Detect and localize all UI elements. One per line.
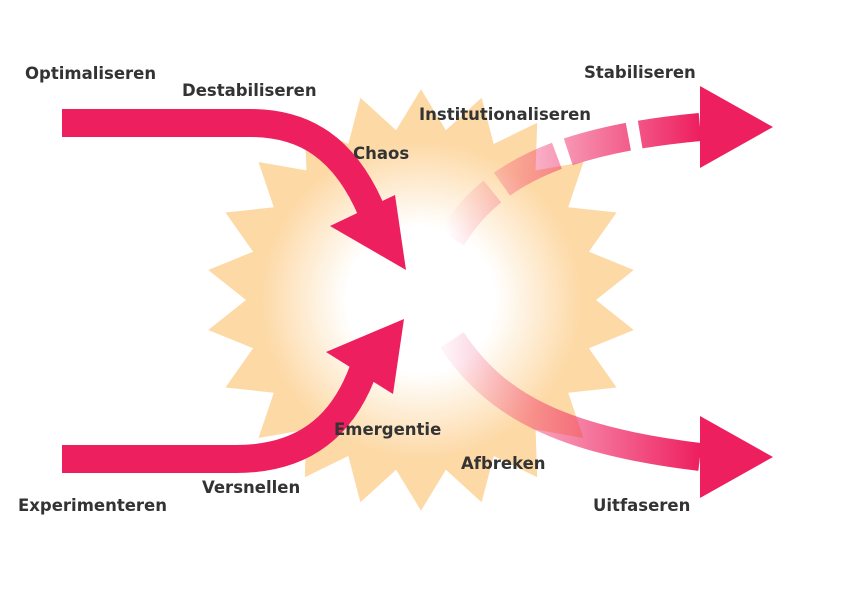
label-institutionaliseren: Institutionaliseren [419,105,591,124]
label-destabiliseren: Destabiliseren [182,81,317,100]
label-stabiliseren: Stabiliseren [584,63,696,82]
arrow-stabiliseren [440,86,773,246]
label-experimenteren: Experimenteren [18,496,167,515]
arrow-uitfaseren [440,332,773,498]
arrow-destabiliseren [62,109,406,270]
label-versnellen: Versnellen [202,478,300,497]
label-optimaliseren: Optimaliseren [25,64,156,83]
label-emergentie: Emergentie [334,420,441,439]
label-afbreken: Afbreken [461,454,546,473]
arrow-versnellen [62,319,404,473]
label-uitfaseren: Uitfaseren [593,496,690,515]
label-chaos: Chaos [353,144,409,163]
